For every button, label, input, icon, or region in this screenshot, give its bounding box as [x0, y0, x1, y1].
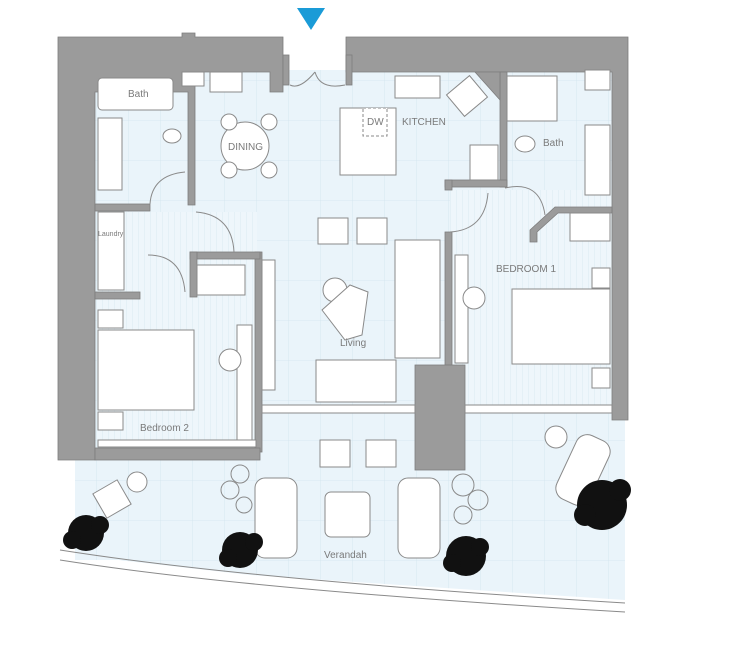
- door-swing: [147, 254, 186, 293]
- nightstand: [97, 411, 124, 431]
- label-verandah: Verandah: [324, 550, 367, 561]
- shaft: [209, 71, 243, 93]
- planter: [220, 464, 489, 525]
- dining-chair-2: [356, 217, 388, 245]
- label-dining: DINING: [228, 142, 263, 153]
- column-center: [414, 364, 466, 471]
- bed-bedroom1: [511, 288, 611, 365]
- verandah-lounger-right: [555, 434, 611, 506]
- glazing-living: [261, 404, 416, 414]
- wall-kitchen-diag: [474, 71, 501, 102]
- wall-bed1-left-lower: [444, 231, 453, 368]
- label-dishwasher: DW: [367, 117, 384, 128]
- wall-bed1-left: [444, 179, 453, 191]
- lounger: [254, 477, 298, 559]
- entrance-marker-icon: [297, 8, 325, 30]
- dining-chair: [260, 113, 278, 131]
- verandah-chair: [365, 439, 397, 468]
- entry-jamb-right: [345, 54, 353, 86]
- door-swing: [149, 171, 186, 205]
- wall-outer-left: [57, 32, 284, 461]
- sofa: [394, 239, 441, 359]
- toilet-left: [162, 128, 182, 144]
- shaft: [181, 71, 205, 87]
- wall-wardrobe2-side: [189, 251, 198, 298]
- label-living: Living: [340, 338, 366, 349]
- kitchen-sink: [394, 75, 441, 99]
- plant-icon: [63, 515, 109, 551]
- desk-chair: [462, 286, 486, 310]
- lounger: [397, 477, 441, 559]
- dining-chair-2: [317, 217, 349, 245]
- verandah-edge: [75, 555, 625, 600]
- desk-bed1: [454, 254, 469, 364]
- label-kitchen: KITCHEN: [402, 117, 446, 128]
- wall-bath-bottom: [94, 203, 151, 212]
- wardrobe-bed1: [569, 212, 611, 242]
- nightstand: [591, 367, 611, 389]
- plant-icon: [574, 479, 631, 530]
- side-table: [126, 471, 148, 493]
- glazing-bed1: [464, 404, 613, 414]
- dishwasher: [362, 107, 388, 137]
- label-bath-right: Bath: [543, 138, 564, 149]
- desk-bed2: [236, 324, 253, 441]
- shaft: [584, 69, 611, 91]
- wall-wardrobe2: [189, 251, 261, 260]
- shower: [506, 75, 558, 122]
- dining-chair: [220, 161, 238, 179]
- glazing-bed2: [97, 439, 257, 448]
- sofa-small: [315, 359, 397, 403]
- plant-icon: [219, 532, 263, 568]
- toilet-right: [514, 135, 536, 153]
- verandah-chair: [319, 439, 351, 468]
- stove: [445, 74, 489, 118]
- vanity-left: [97, 117, 123, 191]
- armchair: [321, 284, 369, 341]
- label-laundry: Laundry: [98, 231, 124, 238]
- verandah-table: [324, 491, 371, 538]
- dining-chair: [220, 113, 238, 131]
- label-bedroom1: BEDROOM 1: [496, 264, 556, 275]
- wardrobe-bed2: [196, 264, 246, 296]
- vanity-right: [584, 124, 611, 196]
- verandah-boundary: [59, 549, 626, 613]
- entry-door-swing: [289, 71, 346, 87]
- dining-table: [220, 121, 270, 171]
- label-bedroom2: Bedroom 2: [140, 423, 189, 434]
- plant-icon: [443, 536, 489, 576]
- wall-kitchen-right: [499, 71, 508, 188]
- wall-laundry-bottom: [94, 291, 141, 300]
- dining-chair: [260, 161, 278, 179]
- desk-chair: [218, 348, 242, 372]
- wall-kitchen-bottom: [444, 179, 508, 188]
- verandah-chair-left: [92, 479, 132, 519]
- laundry-unit: [97, 211, 125, 291]
- wall-bed2-bottom: [94, 447, 261, 461]
- tv-unit: [261, 259, 276, 391]
- door-swing: [449, 186, 546, 233]
- side-table: [544, 425, 568, 449]
- bathtub: [97, 77, 174, 111]
- wall-bed2-right: [254, 251, 263, 453]
- door-swing: [195, 211, 235, 253]
- nightstand: [591, 267, 611, 289]
- nightstand: [97, 309, 124, 329]
- bed-bedroom2: [97, 329, 195, 411]
- wall-bed1-closet: [529, 206, 613, 243]
- label-bath-left: Bath: [128, 89, 149, 100]
- entry-jamb-left: [282, 54, 290, 86]
- fridge: [469, 144, 499, 181]
